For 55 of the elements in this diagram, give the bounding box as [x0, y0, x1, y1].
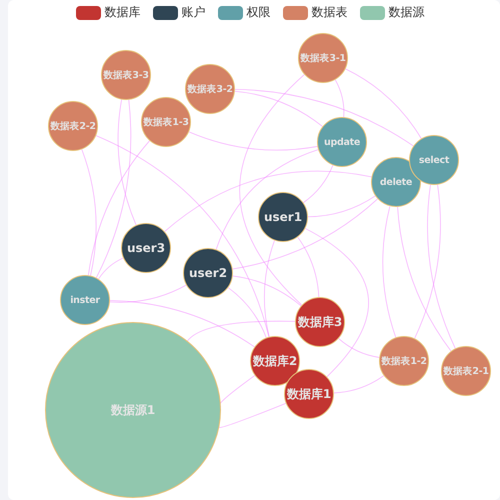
node-label: select: [418, 154, 450, 166]
connector-curve: [98, 258, 124, 280]
connector-curve: [304, 228, 369, 378]
connector-curve: [188, 131, 318, 151]
node-label: user2: [188, 266, 228, 280]
connector-curve: [232, 276, 302, 306]
node-label: 数据表3-1: [300, 52, 346, 64]
legend-label: 权限: [246, 4, 270, 21]
connector-curve: [297, 236, 320, 298]
connector-curve: [218, 402, 286, 428]
legend-label: 账户: [182, 4, 206, 21]
connector-curve: [239, 74, 305, 306]
connector-curve: [216, 149, 319, 250]
connector-curve: [338, 338, 380, 358]
node-label: inster: [70, 294, 100, 306]
connector-curve: [88, 140, 150, 276]
node-label: 数据库2: [252, 352, 298, 370]
connector-curve: [308, 196, 376, 218]
legend-label: 数据源: [388, 4, 424, 21]
connector-curve: [232, 198, 378, 270]
legend-label: 数据库: [104, 4, 140, 21]
node-label: 数据源1: [110, 402, 156, 418]
connector-curve: [110, 300, 255, 348]
node-label: 数据表1-2: [381, 354, 427, 368]
node-label: 数据表1-3: [143, 116, 189, 128]
connector-curve: [110, 284, 187, 303]
node-label: 数据表3-2: [187, 82, 233, 96]
connector-curve: [264, 240, 275, 338]
connector-curve: [303, 164, 334, 204]
connector-curve: [234, 88, 414, 146]
connector-curve: [334, 375, 384, 394]
node-label: 数据库1: [286, 386, 332, 402]
connector-curve: [234, 90, 323, 127]
connector-curve: [397, 206, 452, 352]
connector-curve: [345, 68, 422, 139]
connector-curve: [414, 184, 441, 339]
node-label: 数据表3-3: [103, 68, 149, 82]
node-label: update: [324, 136, 360, 148]
node-label: 数据表2-2: [50, 120, 96, 132]
connector-curve: [427, 184, 456, 349]
node-label: 数据库3: [298, 314, 342, 330]
connector-curve: [81, 149, 96, 276]
connector-curve: [164, 170, 372, 232]
node-label: 数据表2-1: [443, 364, 489, 378]
node-label: user3: [126, 241, 166, 255]
node-label: user1: [264, 210, 302, 224]
node-label: delete: [380, 176, 412, 188]
connector-curve: [118, 99, 137, 226]
connector-curve: [96, 99, 132, 278]
connector-curve: [96, 135, 270, 338]
connector-curve: [228, 287, 267, 338]
connector-curve: [334, 79, 344, 118]
connector-curve: [382, 206, 396, 338]
legend-label: 数据表: [312, 4, 348, 21]
connector-curve: [187, 320, 296, 342]
